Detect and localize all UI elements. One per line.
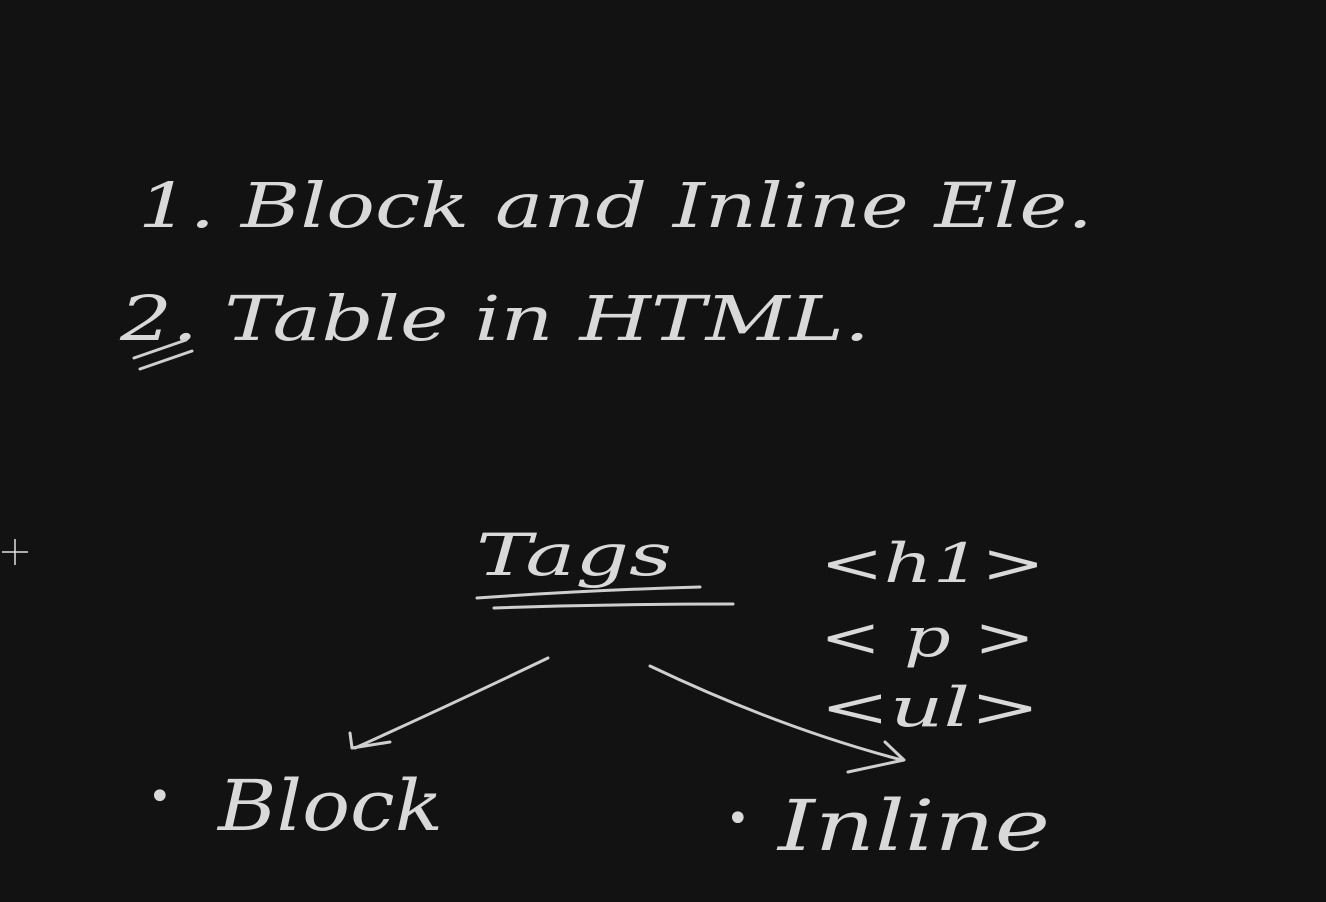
bullet-inline: • (726, 796, 750, 842)
agenda-item-2: 2. Table in HTML. (119, 282, 870, 355)
agenda-item-1: 1. Block and Inline Ele. (138, 169, 1093, 242)
arrow-to-block (348, 656, 550, 750)
example-tag-h1: <h1> (820, 532, 1045, 595)
crosshair-cursor-icon (2, 539, 28, 565)
diagram-child-block: • Block (148, 765, 443, 847)
bullet-block: • (148, 774, 172, 820)
example-tag-p: < p > (820, 606, 1035, 669)
example-tag-ul: <ul> (820, 676, 1040, 739)
child-label-block: Block (216, 765, 443, 847)
arrow-to-inline (648, 664, 906, 774)
diagram-root-underline (475, 585, 735, 610)
diagram-child-inline: • Inline (726, 785, 1050, 867)
agenda-number-underline (132, 338, 194, 371)
child-label-inline: Inline (775, 785, 1050, 867)
diagram-root-label: Tags (476, 521, 672, 589)
